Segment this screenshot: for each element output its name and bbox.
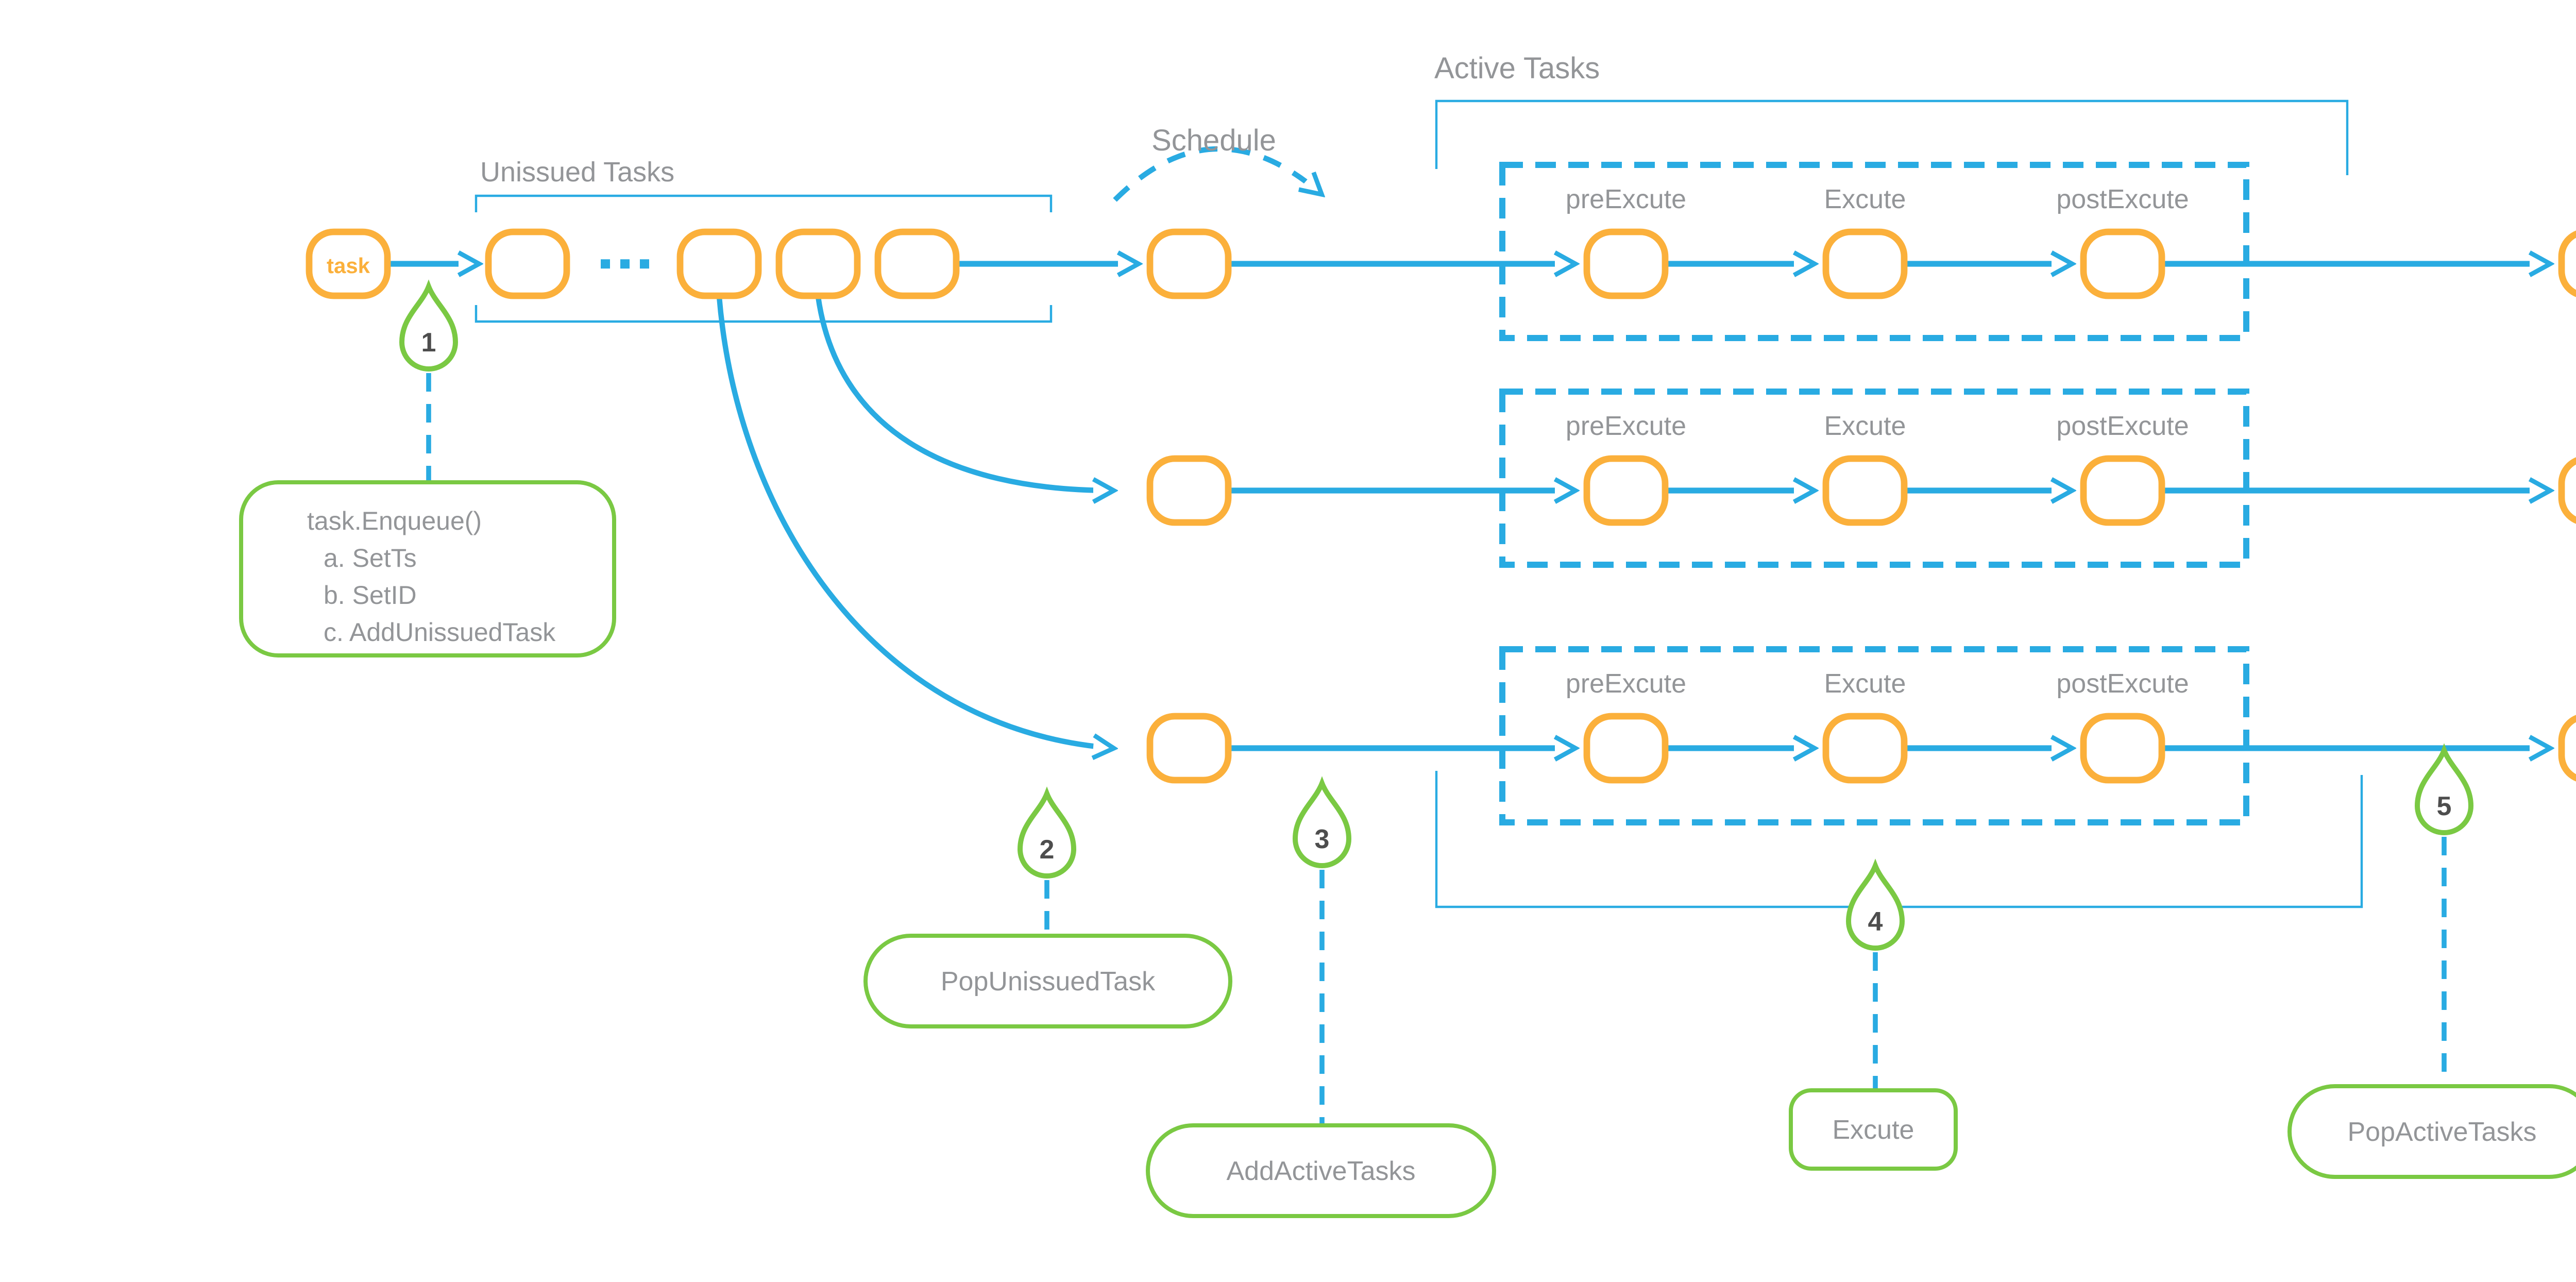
marker-4-pin: 4 [1845,858,1905,1090]
callout-popunissuedtask-label: PopUnissuedTask [941,967,1156,997]
excute-label-row1: Excute [1824,184,1906,214]
excute-node-row2 [1822,455,1908,526]
postexcute-node-row2 [2080,455,2165,526]
queue-node-2 [676,228,762,299]
active-tasks-label: Active Tasks [1434,52,1600,85]
callout-excute: Excute [1789,1088,1958,1171]
task-node: task [306,228,391,299]
excute-node-row3 [1822,713,1908,784]
callout-addactivetasks-box [1146,1123,1496,1218]
queue-node-1 [485,228,570,299]
end-node-row3 [2558,715,2576,782]
marker-1-teardrop-icon [399,279,459,372]
postexcute-label-row2: postExcute [2056,411,2189,441]
preexcute-node-row3 [1583,713,1669,784]
marker-4-number: 4 [1868,907,1883,937]
callout-task-enqueue-line2: a. SetTs [324,544,417,572]
marker-5-pin: 5 [2414,743,2474,1086]
callout-popunissuedtask-box [863,934,1232,1028]
curve-queue-to-schedule-row2 [815,296,1113,491]
schedule-label: Schedule [1151,124,1276,157]
callout-excute-label: Excute [1833,1115,1914,1145]
callout-popunissuedtask: PopUnissuedTask [863,934,1232,1028]
preexcute-node-row2 [1583,455,1669,526]
callout-popactivetasks-label: PopActiveTasks [2347,1117,2536,1147]
preexcute-label-row2: preExcute [1566,411,1686,441]
task-node-shape [306,228,391,299]
unissued-bracket-bottom [474,305,1053,323]
task-node-label: task [327,254,370,278]
active-row3-dashed-box [1499,646,2249,825]
callout-popactivetasks-box [2287,1084,2576,1179]
marker-2-number: 2 [1040,835,1055,865]
marker-4-teardrop-icon [1845,858,1905,951]
active-bracket-top [1435,99,2349,175]
callout-addactivetasks: AddActiveTasks [1146,1123,1496,1218]
unissued-bracket-top [474,194,1053,212]
callout-task-enqueue-line4: c. AddUnissuedTask [324,618,556,647]
active-row2-dashed-box [1499,389,2249,568]
schedule-dashed-arc [1113,146,1321,202]
marker-5-number: 5 [2437,791,2452,821]
excute-label-row3: Excute [1824,669,1906,699]
marker-3-teardrop-icon [1292,776,1352,868]
callout-task-enqueue-line1: task.Enqueue() [307,507,482,535]
schedule-node-row3 [1146,713,1232,784]
postexcute-label-row3: postExcute [2056,669,2189,699]
end-node-row2 [2558,457,2576,524]
postexcute-node-row1 [2080,228,2165,299]
schedule-node-row1 [1146,228,1232,299]
unissued-tasks-label: Unissued Tasks [480,157,674,188]
callout-excute-box [1789,1088,1958,1171]
curve-queue-to-schedule-row3 [716,296,1113,748]
preexcute-label-row3: preExcute [1566,669,1686,699]
queue-ellipsis-icon [601,259,649,269]
preexcute-label-row1: preExcute [1566,184,1686,214]
unissued-tasks-bracket [474,194,1053,323]
excute-node-row1 [1822,228,1908,299]
end-node-row1 [2558,230,2576,297]
callout-task-enqueue-box [239,480,616,657]
excute-label-row2: Excute [1824,411,1906,441]
marker-2-pin: 2 [1017,786,1077,936]
marker-5-teardrop-icon [2414,743,2474,835]
postexcute-node-row3 [2080,713,2165,784]
active-bracket-bottom [1435,771,2363,908]
queue-node-3 [775,228,861,299]
callout-task-enqueue: task.Enqueue() a. SetTs b. SetID c. AddU… [239,480,616,657]
marker-3-pin: 3 [1292,776,1352,1125]
callout-task-enqueue-line3: b. SetID [324,581,417,610]
marker-2-teardrop-icon [1017,786,1077,879]
callout-popactivetasks: PopActiveTasks [2287,1084,2576,1179]
marker-1-pin: 1 [399,279,459,482]
marker-1-number: 1 [421,328,436,358]
schedule-node-row2 [1146,455,1232,526]
queue-node-4 [874,228,960,299]
marker-3-number: 3 [1315,824,1330,854]
preexcute-node-row1 [1583,228,1669,299]
postexcute-label-row1: postExcute [2056,184,2189,214]
active-row1-dashed-box [1499,162,2249,341]
callout-addactivetasks-label: AddActiveTasks [1226,1156,1415,1186]
